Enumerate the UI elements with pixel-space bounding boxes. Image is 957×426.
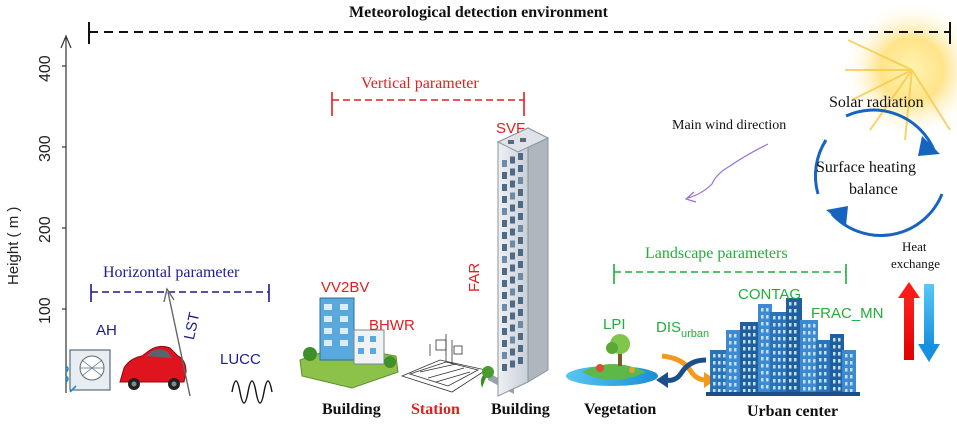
- param-bhwr: BHWR: [369, 317, 415, 334]
- tick-300: 300: [37, 135, 54, 162]
- param-dis: DISurban: [656, 320, 709, 340]
- heating-balance-line2: balance: [849, 181, 898, 198]
- label-station: Station: [411, 401, 460, 418]
- vertical-parameter-label: Vertical parameter: [361, 75, 479, 92]
- environment-bracket: [88, 22, 951, 44]
- exchange-arrows-icon: [656, 353, 716, 388]
- heating-balance-line1: Surface heating: [816, 159, 916, 176]
- label-vegetation: Vegetation: [584, 401, 657, 418]
- label-building-1: Building: [322, 401, 381, 418]
- lucc-wave-icon: [231, 380, 273, 404]
- wind-arrow-icon: [684, 143, 769, 203]
- param-dis-sub: urban: [681, 328, 710, 340]
- landscape-bracket: [613, 264, 847, 284]
- weather-station-icon: [400, 334, 488, 393]
- vertical-bracket: [331, 92, 525, 116]
- label-urban-center: Urban center: [747, 403, 839, 420]
- heat-exchange-line1: Heat: [902, 239, 927, 254]
- solar-radiation-label: Solar radiation: [829, 94, 924, 111]
- circular-arrows-icon: [813, 108, 944, 237]
- param-dis-main: DIS: [656, 319, 682, 336]
- city-skyline-icon: [706, 298, 860, 396]
- heat-down-arrow-icon: [918, 284, 940, 362]
- heat-up-arrow-icon: [898, 282, 920, 360]
- heat-exchange-line2: exchange: [891, 256, 941, 271]
- param-lucc: LUCC: [220, 351, 261, 368]
- param-svf: SVF: [496, 120, 526, 137]
- tick-400: 400: [37, 55, 54, 82]
- sun-icon: [842, 0, 957, 141]
- skyscraper-icon: [480, 127, 550, 397]
- diagram-title: Meteorological detection environment: [349, 4, 608, 21]
- small-building-icon: [299, 297, 399, 389]
- tick-100: 100: [37, 297, 54, 324]
- param-lpi: LPI: [603, 316, 626, 333]
- param-ah: AH: [96, 322, 117, 339]
- horizontal-parameter-label: Horizontal parameter: [103, 264, 240, 281]
- wind-direction-label: Main wind direction: [672, 118, 787, 133]
- horizontal-bracket: [90, 284, 270, 302]
- landscape-parameters-label: Landscape parameters: [645, 245, 788, 262]
- vegetation-island-icon: [566, 334, 658, 386]
- param-contag: CONTAG: [738, 286, 802, 303]
- car-icon: [119, 345, 187, 390]
- param-frac-mn: FRAC_MN: [811, 305, 884, 322]
- axis-label: Height ( m ): [5, 206, 22, 285]
- tick-200: 200: [37, 216, 54, 243]
- label-building-2: Building: [491, 401, 550, 418]
- param-far: FAR: [466, 262, 483, 292]
- param-vv2bv: VV2BV: [321, 279, 370, 296]
- lst-arrow-icon: [163, 287, 191, 397]
- air-conditioner-icon: [65, 349, 111, 393]
- height-axis: [60, 34, 72, 393]
